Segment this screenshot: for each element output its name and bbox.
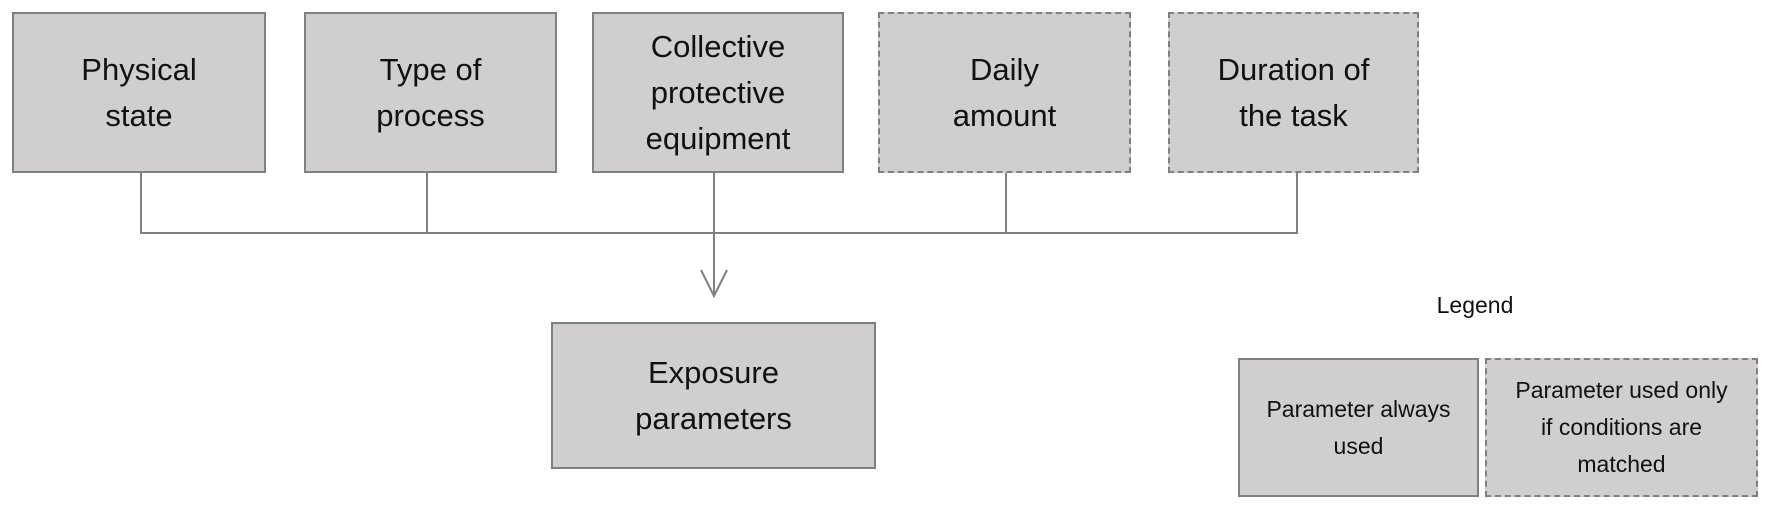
daily-amount-box: Daily amount <box>878 12 1131 173</box>
exposure-parameters-label: Exposure parameters <box>635 354 792 436</box>
legend-conditional-box: Parameter used only if conditions are ma… <box>1485 358 1758 497</box>
daily-amount-label: Daily amount <box>952 51 1057 133</box>
physical-state-box: Physical state <box>12 12 266 173</box>
collective-protective-equipment-box: Collective protective equipment <box>592 12 844 173</box>
legend-title: Legend <box>1436 292 1514 318</box>
physical-state-label: Physical state <box>81 51 197 133</box>
type-of-process-box: Type of process <box>304 12 557 173</box>
legend-conditional-label: Parameter used only if conditions are ma… <box>1515 377 1728 477</box>
legend-always-used-box: Parameter always used <box>1238 358 1479 497</box>
exposure-parameters-box: Exposure parameters <box>551 322 876 469</box>
type-of-process-label: Type of process <box>376 51 485 133</box>
legend-always-used-label: Parameter always used <box>1266 395 1451 459</box>
duration-of-task-box: Duration of the task <box>1168 12 1419 173</box>
arrowhead <box>700 269 728 299</box>
duration-of-task-label: Duration of the task <box>1217 51 1370 133</box>
collective-protective-equipment-label: Collective protective equipment <box>645 28 791 156</box>
